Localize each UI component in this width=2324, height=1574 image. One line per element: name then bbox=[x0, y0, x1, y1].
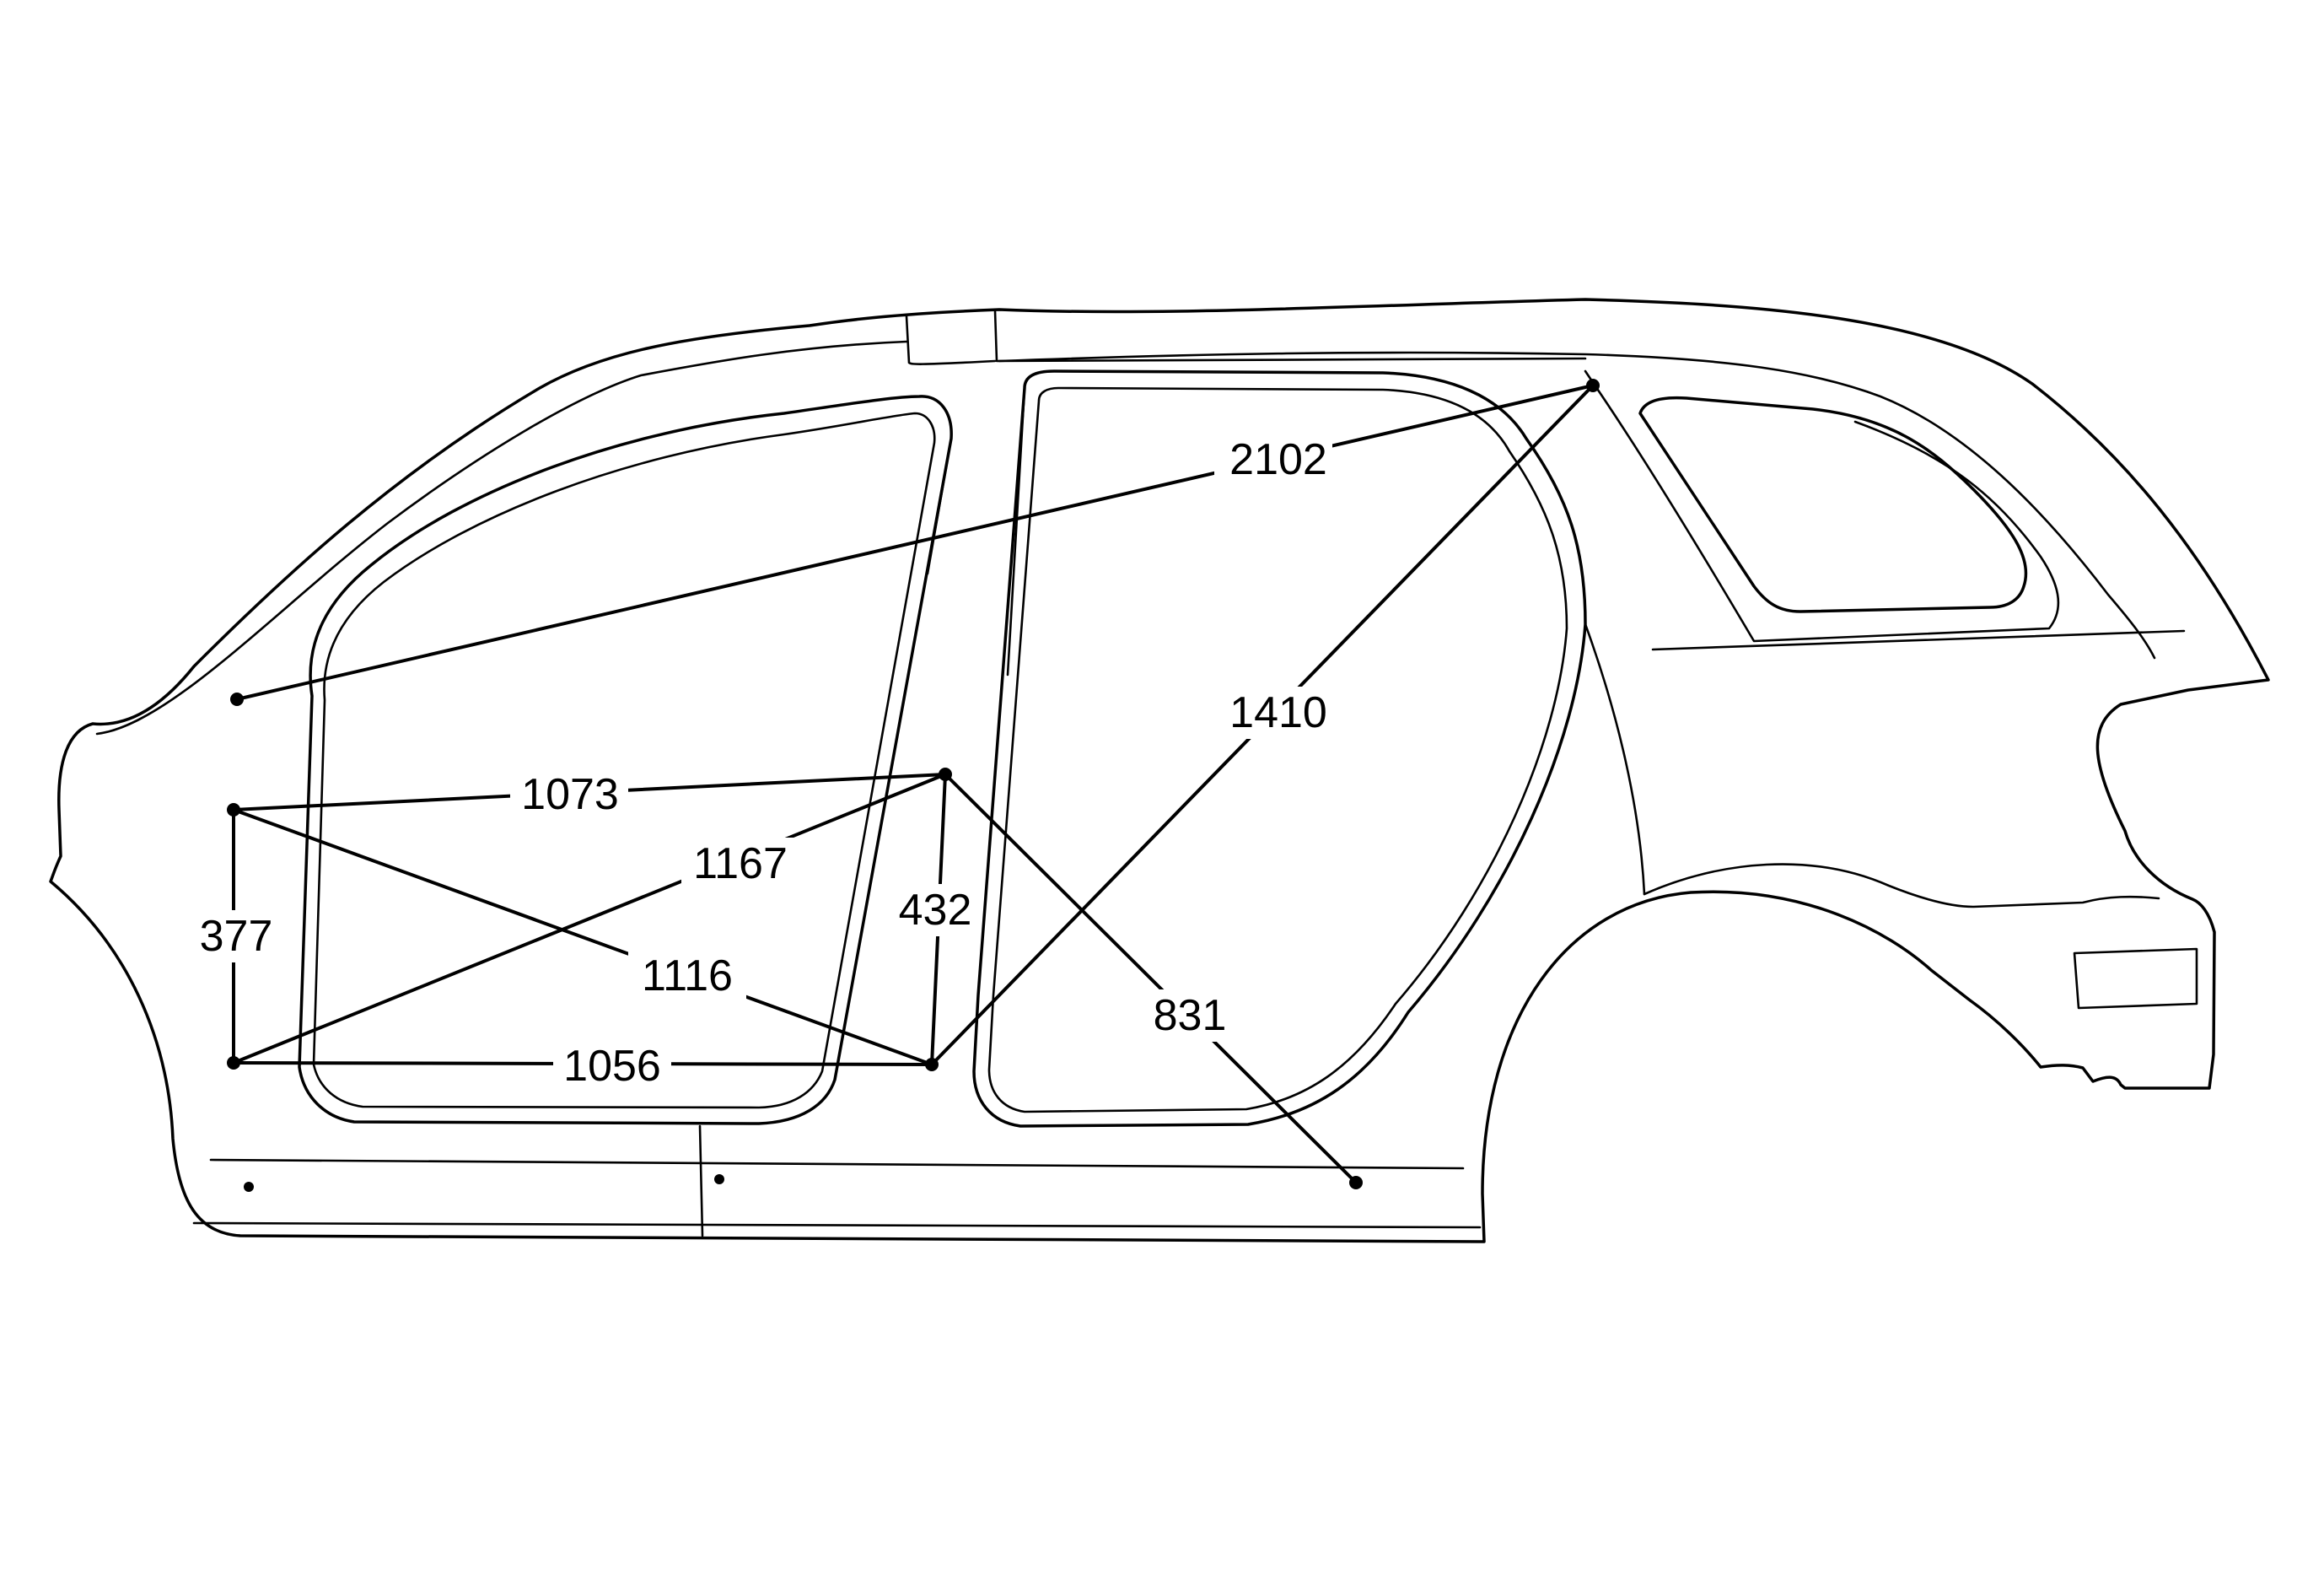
front-roof-inner-edge bbox=[95, 340, 908, 736]
svg-text:1410: 1410 bbox=[1229, 688, 1327, 737]
sill-hole-front bbox=[244, 1182, 254, 1192]
front-door-opening-inner bbox=[312, 412, 936, 1109]
svg-text:1116: 1116 bbox=[642, 951, 733, 1000]
svg-text:831: 831 bbox=[1154, 991, 1227, 1040]
svg-text:1073: 1073 bbox=[521, 770, 619, 819]
dim-label-1116: 1116 bbox=[628, 950, 746, 1002]
dim-label-1410: 1410 bbox=[1218, 687, 1337, 739]
b-pillar-edge-rear bbox=[1006, 386, 1026, 676]
dim-line-2102 bbox=[235, 384, 1595, 701]
ref-point-a-pillar-upper bbox=[230, 693, 244, 706]
dim-label-831: 831 bbox=[1145, 989, 1235, 1042]
ref-point-b-pillar-lower bbox=[925, 1058, 939, 1071]
dim-line-831 bbox=[944, 773, 1358, 1184]
svg-text:1056: 1056 bbox=[563, 1042, 661, 1091]
rear-lamp-pocket bbox=[2073, 947, 2198, 1010]
ref-point-hinge-upper bbox=[227, 803, 240, 817]
reference-points bbox=[227, 379, 1600, 1189]
dim-label-1056: 1056 bbox=[553, 1040, 671, 1092]
ref-point-sill-rear bbox=[1349, 1176, 1363, 1189]
ref-point-b-pillar-upper bbox=[939, 768, 952, 781]
outer-silhouette bbox=[49, 298, 2270, 1243]
rocker-upper-line bbox=[209, 1158, 1465, 1170]
dim-label-432: 432 bbox=[890, 884, 980, 936]
dim-line-1167 bbox=[232, 773, 947, 1065]
dim-label-1073: 1073 bbox=[510, 768, 628, 821]
ref-point-roof-rear bbox=[1586, 379, 1600, 392]
ref-point-hinge-lower bbox=[227, 1056, 240, 1070]
roof-seam-b bbox=[993, 309, 1587, 363]
svg-text:432: 432 bbox=[899, 886, 972, 935]
quarter-character-line bbox=[1651, 629, 2186, 651]
c-pillar-edge bbox=[1584, 623, 1646, 896]
dimension-lines bbox=[232, 384, 1595, 1184]
roof-seam-a bbox=[905, 315, 997, 365]
svg-text:2102: 2102 bbox=[1229, 435, 1327, 484]
sill-hole-center bbox=[714, 1174, 724, 1184]
rear-door-opening-inner bbox=[987, 386, 1568, 1113]
svg-text:377: 377 bbox=[200, 912, 273, 961]
rocker-lower-line bbox=[192, 1221, 1482, 1229]
rear-wheel-arch-lip bbox=[1643, 863, 2160, 908]
dim-line-1116 bbox=[232, 808, 933, 1066]
dimension-labels: 2102 1410 1073 1167 377 432 1116 831 bbox=[191, 434, 1337, 1092]
dim-label-2102: 2102 bbox=[1214, 434, 1332, 486]
quarter-window-frame bbox=[1584, 369, 2060, 643]
svg-text:1167: 1167 bbox=[693, 839, 788, 888]
quarter-window-outer bbox=[1638, 396, 2028, 613]
roof-rail-inner bbox=[998, 351, 2156, 660]
dim-label-1167: 1167 bbox=[681, 838, 799, 890]
dim-label-377: 377 bbox=[191, 910, 281, 962]
b-pillar-edge-front bbox=[926, 437, 953, 575]
rocker-joint bbox=[698, 1124, 704, 1237]
body-side-panel bbox=[49, 298, 2270, 1243]
rear-door-opening-outer bbox=[972, 369, 1587, 1128]
front-door-opening-outer bbox=[298, 395, 953, 1125]
